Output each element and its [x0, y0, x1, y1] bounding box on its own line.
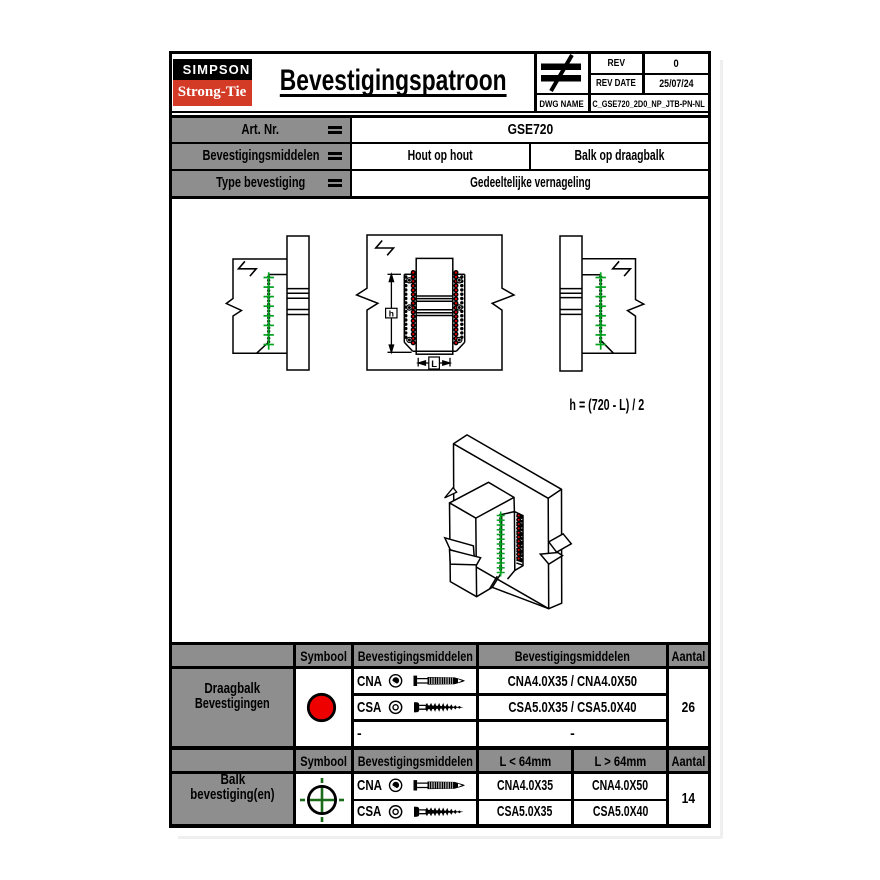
svg-text:h: h — [389, 308, 394, 318]
svg-text:L: L — [431, 359, 437, 370]
